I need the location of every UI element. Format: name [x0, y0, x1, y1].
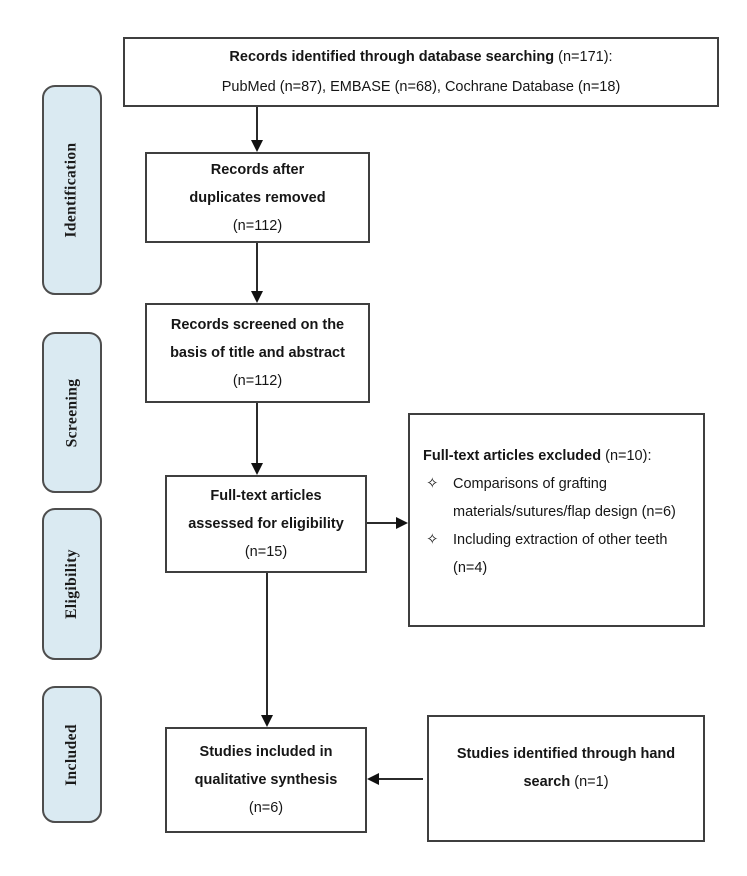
stage-eligibility: Eligibility	[42, 508, 102, 660]
fulltext-line2: assessed for eligibility	[188, 516, 344, 532]
handsearch-text: Studies identified through hand search (…	[456, 745, 676, 790]
stage-screening: Screening	[42, 332, 102, 493]
stage-identification: Identification	[42, 85, 102, 295]
four-pointed-star-icon: ✧	[426, 475, 439, 492]
stage-included-label: Included	[63, 723, 80, 786]
stage-eligibility-label: Eligibility	[63, 549, 81, 619]
arrow-identified-to-duplicates	[251, 107, 263, 152]
arrow-duplicates-to-screened	[251, 243, 263, 303]
duplicates-line1: Records after	[210, 161, 305, 178]
arrow-screened-to-fulltext	[251, 403, 263, 475]
duplicates-count: (n=112)	[232, 217, 283, 234]
box-records-screened: Records screened on the basis of title a…	[145, 303, 370, 403]
arrow-fulltext-to-included	[261, 573, 273, 727]
box-fulltext-assessed: Full-text articles assessed for eligibil…	[165, 475, 367, 573]
duplicates-line2: duplicates removed	[189, 189, 326, 206]
fulltext-count: (n=15)	[244, 544, 288, 560]
excluded-item: ✧ Including extraction of other teeth (n…	[423, 526, 693, 582]
arrow-handsearch-to-included	[367, 773, 423, 785]
excluded-item-text: Including extraction of other teeth (n=4…	[453, 532, 668, 576]
screened-line1: Records screened on the	[170, 317, 345, 333]
fulltext-line1: Full-text articles	[210, 488, 322, 504]
included-count: (n=6)	[248, 800, 284, 816]
stage-screening-label: Screening	[63, 378, 81, 447]
stage-identification-label: Identification	[63, 142, 81, 238]
box-studies-included: Studies included in qualitative synthesi…	[165, 727, 367, 833]
included-line2: qualitative synthesis	[194, 772, 338, 788]
excluded-title: Full-text articles excluded (n=10):	[423, 448, 652, 464]
box-records-identified: Records identified through database sear…	[123, 37, 719, 107]
records-identified-line2: PubMed (n=87), EMBASE (n=68), Cochrane D…	[221, 79, 621, 95]
screened-line2: basis of title and abstract	[170, 345, 345, 361]
excluded-item-text: Comparisons of grafting materials/suture…	[453, 476, 676, 520]
stage-included: Included	[42, 686, 102, 823]
four-pointed-star-icon: ✧	[426, 531, 439, 548]
screened-count: (n=112)	[232, 373, 283, 389]
box-fulltext-excluded: Full-text articles excluded (n=10): ✧ Co…	[408, 413, 705, 627]
box-duplicates-removed: Records after duplicates removed (n=112)	[145, 152, 370, 243]
box-hand-search: Studies identified through hand search (…	[427, 715, 705, 842]
records-identified-line1: Records identified through database sear…	[229, 49, 613, 65]
excluded-item: ✧ Comparisons of grafting materials/sutu…	[423, 470, 693, 526]
arrow-fulltext-to-excluded	[367, 517, 408, 529]
included-line1: Studies included in	[199, 744, 333, 760]
